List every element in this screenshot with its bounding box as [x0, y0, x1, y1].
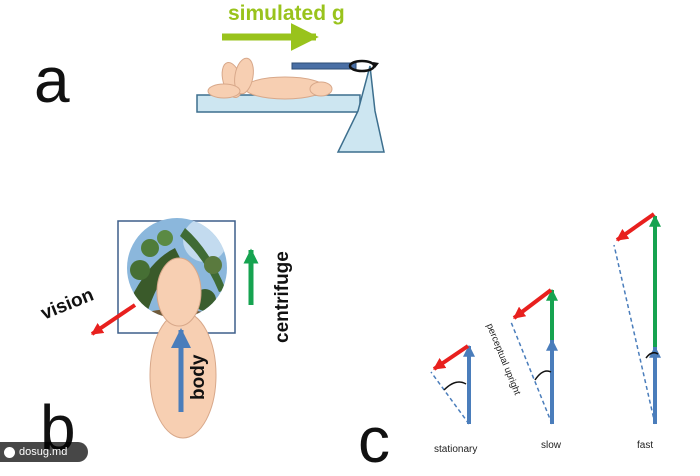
vector-diagram-stationary [430, 344, 475, 425]
watermark-text: dosug.md [19, 446, 68, 458]
panel-a-letter: a [34, 44, 70, 116]
figure: a simulated g [0, 2, 661, 472]
perceptual-upright-line [613, 244, 656, 425]
centrifuge-platform [196, 62, 385, 153]
reclining-subject [207, 57, 333, 100]
perceptual-upright-line [430, 371, 470, 425]
angle-arc [645, 351, 659, 359]
angle-arc [534, 370, 552, 381]
figure-drawing [90, 23, 661, 439]
panel-c-letter: c [358, 404, 390, 476]
centrifuge-label: centrifuge [272, 251, 293, 343]
vision-vector [615, 212, 656, 242]
perceptual-upright-line [510, 321, 553, 425]
site-logo-icon [4, 446, 15, 458]
angle-arc [443, 381, 467, 391]
vision-arrow [90, 303, 137, 336]
condition-label-slow: slow [541, 440, 562, 451]
rotation-icon [348, 59, 379, 73]
vector-diagram-fast [613, 212, 661, 425]
vector-diagram-slow [510, 288, 558, 425]
condition-label-stationary: stationary [434, 444, 478, 455]
vision-vector [432, 344, 470, 371]
simulated-g-label: simulated g [228, 2, 345, 25]
body-label: body [188, 354, 209, 400]
vision-vector [512, 288, 553, 320]
condition-label-fast: fast [637, 440, 654, 451]
watermark: dosug.md [0, 442, 88, 462]
